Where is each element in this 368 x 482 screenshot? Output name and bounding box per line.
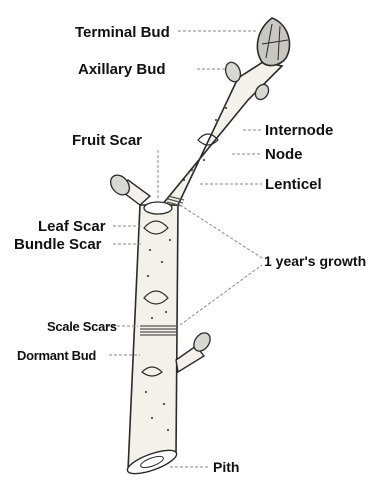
label-axillary-bud: Axillary Bud (78, 62, 166, 77)
main-stem (128, 205, 178, 470)
label-internode: Internode (265, 123, 333, 138)
label-leaf-scar: Leaf Scar (38, 219, 106, 234)
label-dormant-bud: Dormant Bud (17, 349, 96, 362)
label-pith: Pith (213, 460, 239, 474)
label-one-year-growth: 1 year's growth (264, 254, 366, 268)
fruit-scar (144, 202, 172, 214)
label-bundle-scar: Bundle Scar (14, 237, 102, 252)
label-fruit-scar: Fruit Scar (72, 133, 142, 148)
label-node: Node (265, 147, 303, 162)
label-terminal-bud: Terminal Bud (75, 25, 170, 40)
label-lenticel: Lenticel (265, 177, 322, 192)
label-scale-scars: Scale Scars (47, 320, 117, 333)
